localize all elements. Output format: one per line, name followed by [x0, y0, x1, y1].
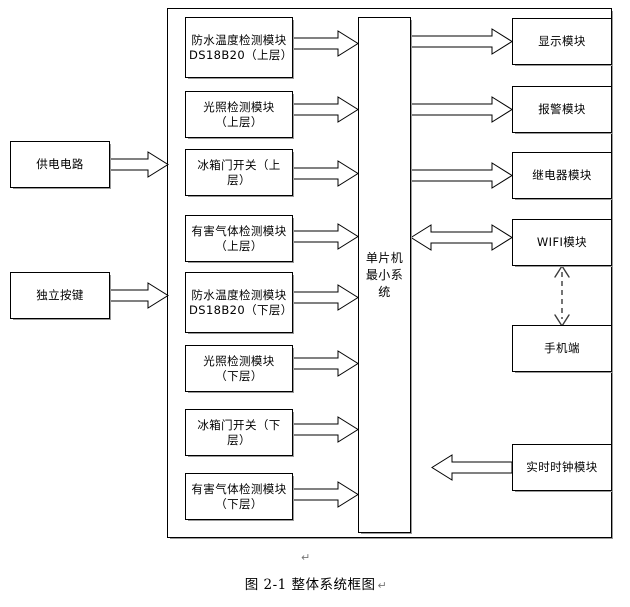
box-label: 独立按键 [36, 288, 84, 302]
box-label: 冰箱门开关（上层） [197, 157, 281, 187]
pilcrow-mark-upper: ↵ [301, 551, 311, 564]
box-alarm-module[interactable]: 报警模块 [512, 86, 613, 134]
pilcrow-mark-caption: ↵ [377, 579, 388, 592]
box-label: 防水温度检测模块DS18B20（下层） [189, 287, 293, 317]
box-light-detect-lower[interactable]: 光照检测模块 （下层） [185, 345, 294, 393]
box-relay-module[interactable]: 继电器模块 [512, 152, 613, 200]
box-label: 继电器模块 [532, 168, 592, 182]
box-label: 报警模块 [538, 102, 586, 116]
box-fridge-door-switch-lower[interactable]: 冰箱门开关（下层） [185, 409, 294, 457]
arrow-power-supply-to-frame [109, 151, 169, 178]
box-label: 有害气体检测模块（上层） [191, 223, 287, 253]
figure-caption-text: 图 2-1 整体系统框图 [244, 577, 376, 593]
box-mcu-minimum-system[interactable]: 单片机 最小系统 [358, 17, 412, 534]
box-display-module[interactable]: 显示模块 [512, 18, 613, 66]
arrow-independent-keys-to-frame [109, 282, 169, 309]
box-fridge-door-switch-upper[interactable]: 冰箱门开关（上层） [185, 149, 294, 197]
box-label: 防水温度检测模块DS18B20（上层） [189, 32, 293, 62]
box-label: WIFI模块 [536, 235, 588, 249]
box-label: 光照检测模块 （上层） [203, 99, 275, 129]
box-light-detect-upper[interactable]: 光照检测模块 （上层） [185, 91, 294, 139]
box-label: 光照检测模块 （下层） [203, 353, 275, 383]
box-label: 手机端 [544, 341, 580, 355]
box-realtime-clock-module[interactable]: 实时时钟模块 [512, 444, 613, 492]
box-harmful-gas-lower[interactable]: 有害气体检测模块（下层） [185, 473, 294, 521]
box-mobile-terminal[interactable]: 手机端 [512, 325, 613, 373]
figure-caption: 图 2-1 整体系统框图↵ [0, 573, 630, 593]
box-label: 有害气体检测模块（下层） [191, 481, 287, 511]
box-label: 单片机 最小系统 [365, 250, 404, 299]
box-label: 显示模块 [538, 34, 586, 48]
box-power-supply-circuit[interactable]: 供电电路 [10, 141, 111, 189]
box-harmful-gas-upper[interactable]: 有害气体检测模块（上层） [185, 215, 294, 263]
box-label: 实时时钟模块 [526, 460, 598, 474]
box-independent-keys[interactable]: 独立按键 [10, 272, 111, 320]
box-waterproof-temp-ds18b20-lower[interactable]: 防水温度检测模块DS18B20（下层） [185, 272, 294, 334]
box-label: 冰箱门开关（下层） [197, 417, 281, 447]
box-wifi-module[interactable]: WIFI模块 [512, 219, 613, 267]
box-label: 供电电路 [36, 157, 84, 171]
box-waterproof-temp-ds18b20-upper[interactable]: 防水温度检测模块DS18B20（上层） [185, 17, 294, 79]
